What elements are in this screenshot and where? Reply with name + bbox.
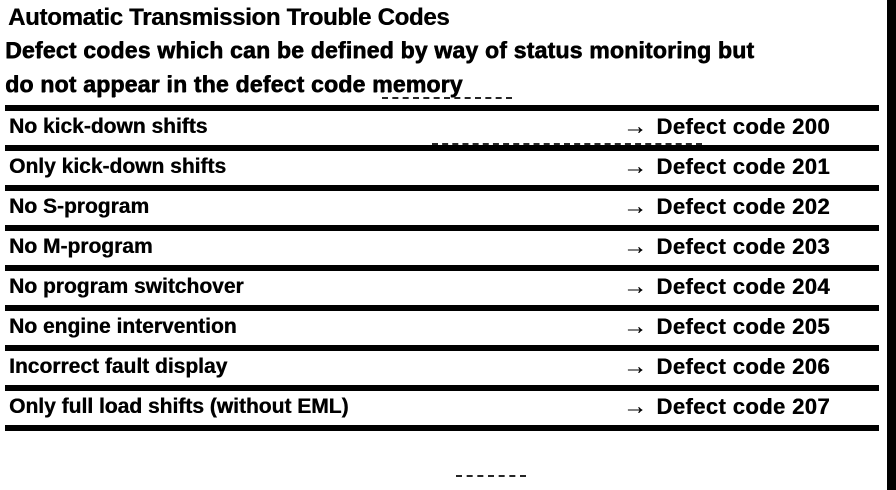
scan-artifact xyxy=(432,143,702,145)
page-content: Automatic Transmission Trouble Codes Def… xyxy=(5,3,879,431)
table-row: Only kick-down shifts → Defect code 201 xyxy=(5,151,879,191)
defect-code-cell: → Defect code 203 xyxy=(623,234,879,260)
scan-artifact xyxy=(382,97,512,99)
scan-artifact xyxy=(456,475,526,477)
right-arrow-icon: → xyxy=(623,152,648,180)
right-arrow-icon: → xyxy=(623,272,648,300)
defect-code-label: Defect code 205 xyxy=(656,313,830,339)
scan-edge-bar xyxy=(887,0,896,490)
right-arrow-icon: → xyxy=(623,232,648,260)
symptom-label: No program switchover xyxy=(9,274,244,298)
trouble-codes-table: No kick-down shifts → Defect code 200 On… xyxy=(5,105,879,431)
symptom-label: Incorrect fault display xyxy=(9,354,228,378)
defect-code-cell: → Defect code 202 xyxy=(623,194,879,220)
right-arrow-icon: → xyxy=(623,352,648,380)
defect-code-label: Defect code 206 xyxy=(656,353,830,379)
defect-code-label: Defect code 202 xyxy=(656,193,830,219)
defect-code-label: Defect code 201 xyxy=(656,153,830,179)
defect-code-label: Defect code 204 xyxy=(656,273,830,299)
table-row: Only full load shifts (without EML) → De… xyxy=(5,391,879,431)
defect-code-label: Defect code 203 xyxy=(656,233,830,259)
page-subtitle-line-1: Defect codes which can be defined by way… xyxy=(5,37,755,63)
symptom-label: No S-program xyxy=(9,194,150,218)
table-row: No kick-down shifts → Defect code 200 xyxy=(5,111,879,151)
symptom-label: Only kick-down shifts xyxy=(9,154,227,178)
symptom-label: No M-program xyxy=(9,234,153,258)
defect-code-cell: → Defect code 205 xyxy=(623,314,879,340)
table-row: No S-program → Defect code 202 xyxy=(5,191,879,231)
table-row: No M-program → Defect code 203 xyxy=(5,231,879,271)
defect-code-label: Defect code 207 xyxy=(656,393,830,419)
symptom-label: Only full load shifts (without EML) xyxy=(9,394,349,418)
right-arrow-icon: → xyxy=(623,392,648,420)
table-row: No program switchover → Defect code 204 xyxy=(5,271,879,311)
defect-code-cell: → Defect code 201 xyxy=(623,154,879,180)
defect-code-cell: → Defect code 207 xyxy=(623,394,879,420)
defect-code-cell: → Defect code 206 xyxy=(623,354,879,380)
symptom-label: No kick-down shifts xyxy=(9,114,208,138)
page-subtitle-line-2: do not appear in the defect code memory xyxy=(5,71,463,97)
page-title: Automatic Transmission Trouble Codes xyxy=(8,4,450,31)
symptom-label: No engine intervention xyxy=(9,314,237,338)
defect-code-cell: → Defect code 200 xyxy=(623,114,879,140)
table-row: No engine intervention → Defect code 205 xyxy=(5,311,879,351)
right-arrow-icon: → xyxy=(623,312,648,340)
defect-code-label: Defect code 200 xyxy=(656,113,830,139)
defect-code-cell: → Defect code 204 xyxy=(623,274,879,300)
right-arrow-icon: → xyxy=(623,112,648,140)
table-row: Incorrect fault display → Defect code 20… xyxy=(5,351,879,391)
right-arrow-icon: → xyxy=(623,192,648,220)
